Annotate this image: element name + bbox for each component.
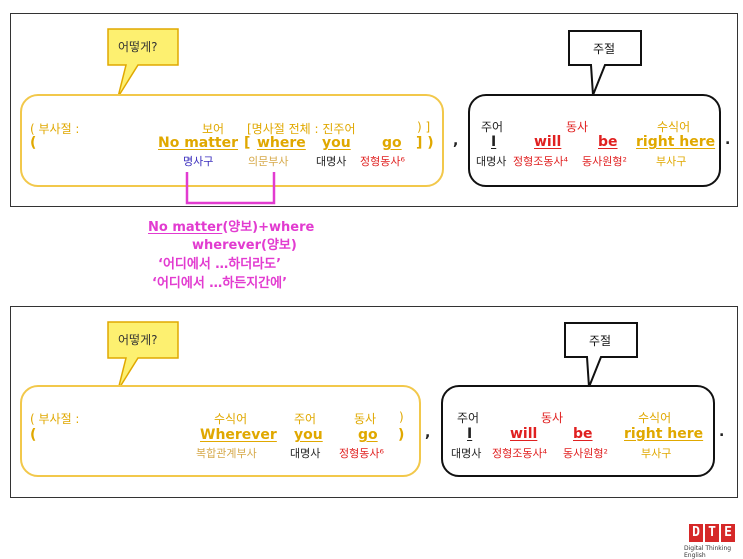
top-row1-boeo: 보어 <box>202 122 225 136</box>
top-you: you <box>322 135 351 151</box>
top-main-verb-label: 동사 <box>566 120 589 134</box>
top-main-be: be <box>598 134 618 150</box>
top-noun-phrase: 명사구 <box>183 155 214 168</box>
top-left-bracket: [ <box>244 135 251 151</box>
bottom-pronoun: 대명사 <box>290 447 321 460</box>
bottom-wherever: Wherever <box>200 427 277 443</box>
bottom-period: . <box>719 424 725 440</box>
top-row1-close: ) ] <box>417 120 431 134</box>
logo-caption: Digital Thinking English <box>684 545 732 559</box>
bottom-row1-open: ( 부사절 : <box>30 412 80 426</box>
bottom-main-modifier-label: 수식어 <box>638 411 672 425</box>
top-bubble-right <box>568 30 642 96</box>
magenta-bracket <box>185 172 276 205</box>
top-bubble-right-text: 주절 <box>593 42 616 56</box>
bottom-bubble-right <box>564 322 638 388</box>
top-left-clause-box <box>20 94 444 187</box>
top-go: go <box>382 135 402 151</box>
note-line-4: ‘어디에서 …하든지간에’ <box>152 276 288 291</box>
dte-logo: D T E <box>689 524 735 542</box>
top-finite-verb: 정형동사⁶ <box>360 155 405 168</box>
top-row2-open: ( <box>30 135 37 151</box>
bottom-row1-verb: 동사 <box>354 412 377 426</box>
top-main-right-here: right here <box>636 134 716 150</box>
bottom-main-right-here: right here <box>624 426 704 442</box>
top-right-bracket: ] ) <box>416 135 434 151</box>
bottom-row2-close: ) <box>398 427 405 443</box>
top-row1-bracket-label: [명사절 전체 : 진주어 <box>247 122 356 136</box>
top-bubble-left <box>107 28 179 98</box>
bottom-bubble-right-text: 주절 <box>589 334 612 348</box>
note-line-2: wherever(양보) <box>192 238 297 253</box>
logo-letter-d: D <box>689 524 703 542</box>
top-main-modifier-label: 수식어 <box>657 120 691 134</box>
bottom-compound-rel-adverb: 복합관계부사 <box>196 447 257 460</box>
top-main-base: 동사원형² <box>582 155 627 168</box>
top-main-I: I <box>491 134 497 150</box>
note-line-1-rest: (양보)+where <box>222 220 315 235</box>
bottom-main-base: 동사원형² <box>563 447 608 460</box>
bottom-finite-verb: 정형동사⁶ <box>339 447 384 460</box>
bottom-main-I: I <box>467 426 473 442</box>
top-interrogative-adverb: 의문부사 <box>248 155 289 168</box>
bottom-comma: , <box>425 425 431 441</box>
bottom-row1-modifier: 수식어 <box>214 412 248 426</box>
bottom-main-pronoun: 대명사 <box>451 447 482 460</box>
top-where: where <box>257 135 306 151</box>
top-no-matter: No matter <box>158 135 239 151</box>
bottom-bubble-left-text: 어떻게? <box>118 333 158 347</box>
logo-letter-t: T <box>705 524 719 542</box>
top-period: . <box>725 132 731 148</box>
top-main-adv-phrase: 부사구 <box>656 155 687 168</box>
bottom-main-be: be <box>573 426 593 442</box>
bottom-main-adv-phrase: 부사구 <box>641 447 672 460</box>
top-main-pronoun: 대명사 <box>476 155 507 168</box>
bottom-bubble-left <box>107 321 179 391</box>
logo-letter-e: E <box>721 524 735 542</box>
bottom-go: go <box>358 427 378 443</box>
note-no-matter: No matter <box>148 220 223 235</box>
top-bubble-left-text: 어떻게? <box>118 40 158 54</box>
top-main-will: will <box>534 134 562 150</box>
bottom-row1-close: ) <box>399 410 404 424</box>
bottom-row1-subject: 주어 <box>294 412 317 426</box>
top-row1-open: ( 부사절 : <box>30 122 80 136</box>
bottom-row2-open: ( <box>30 427 37 443</box>
top-pronoun: 대명사 <box>316 155 347 168</box>
top-main-clause-box <box>468 94 721 187</box>
note-line-3: ‘어디에서 …하더라도’ <box>158 257 282 272</box>
top-main-aux: 정형조동사⁴ <box>513 155 569 168</box>
bottom-main-clause-box <box>441 385 715 477</box>
bottom-main-will: will <box>510 426 538 442</box>
bottom-main-aux: 정형조동사⁴ <box>492 447 548 460</box>
bottom-main-subject-label: 주어 <box>457 411 480 425</box>
bottom-you: you <box>294 427 323 443</box>
top-comma: , <box>453 133 459 149</box>
bottom-left-clause-box <box>20 385 421 477</box>
note-line-1: No matter(양보)+where <box>148 216 314 235</box>
bottom-main-verb-label: 동사 <box>541 411 564 425</box>
top-main-subject-label: 주어 <box>481 120 504 134</box>
